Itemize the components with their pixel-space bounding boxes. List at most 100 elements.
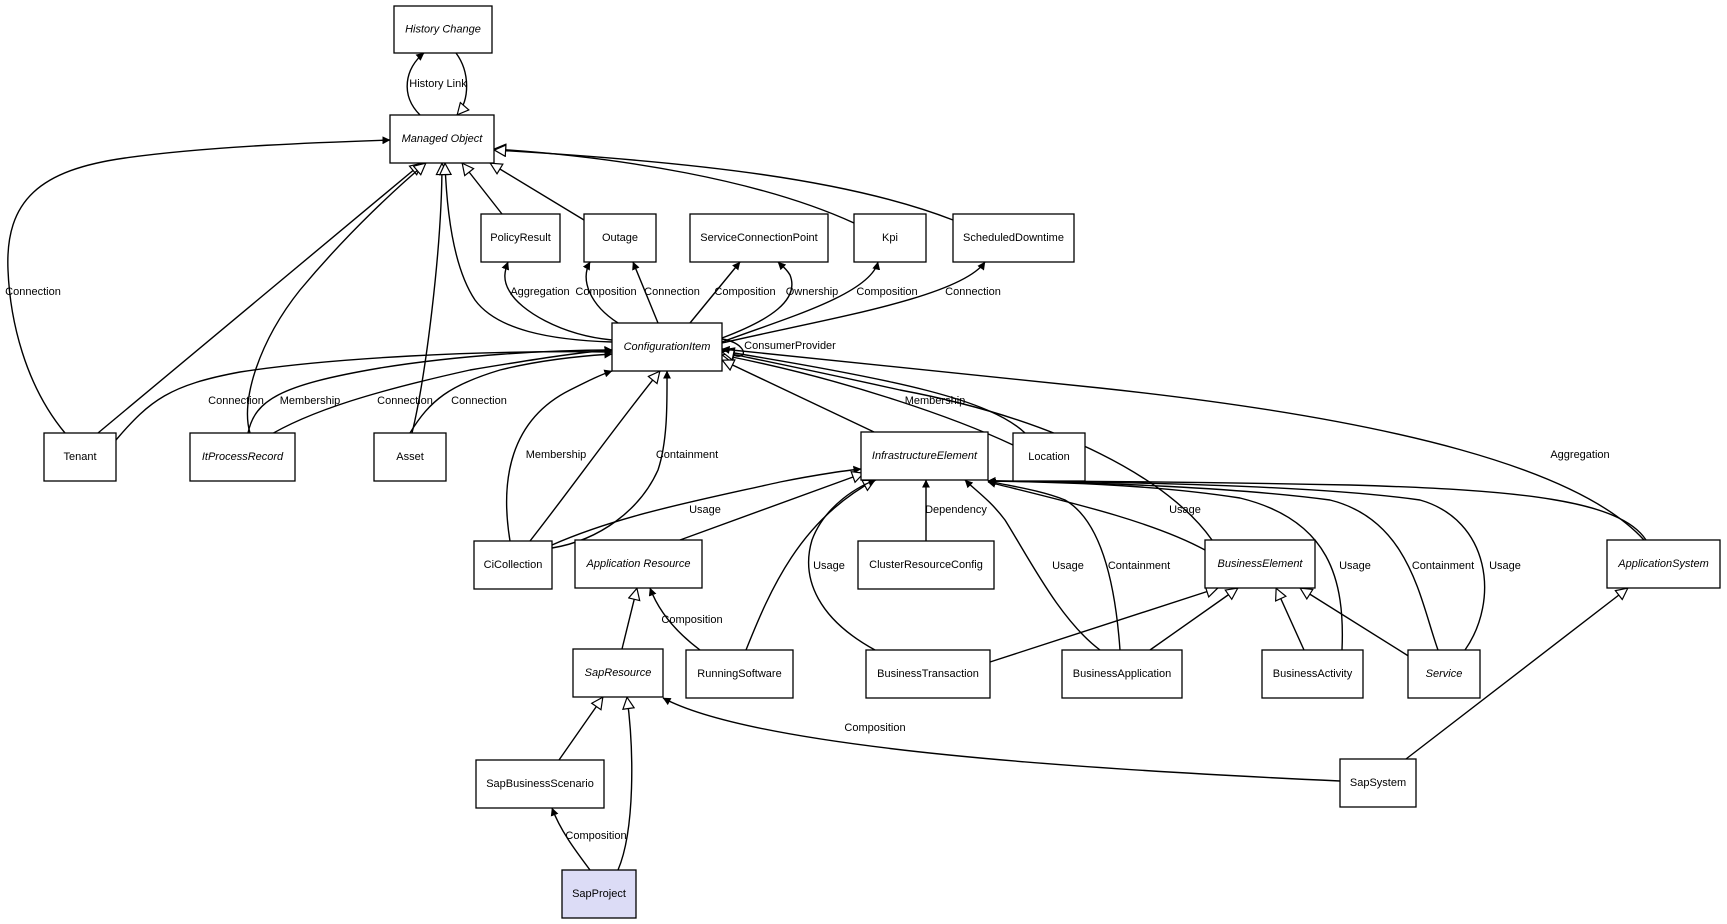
edge-line-sapscenario-inherits-sapres [558, 697, 603, 761]
node-box-ci-collection[interactable] [473, 540, 553, 590]
node-box-cluster-resource-config[interactable] [857, 540, 995, 590]
node-box-history-change[interactable] [393, 5, 493, 54]
node-business-element[interactable]: BusinessElement [1204, 539, 1316, 589]
edge-label-ci-ownership-scp: Ownership [786, 286, 839, 298]
edge-line-cicollection-membership-ci [505, 369, 613, 542]
edge-line-sapproject-composition-scenario [550, 807, 591, 871]
edge-label-location-membership-ci: Membership [905, 395, 966, 407]
node-box-tenant[interactable] [43, 432, 117, 482]
edge-itprocess-connection-ci [264, 346, 613, 439]
node-box-it-process-record[interactable] [189, 432, 296, 482]
node-label-history-change: History Change [405, 23, 481, 35]
node-box-sap-system[interactable] [1339, 758, 1417, 808]
node-ci-collection[interactable]: CiCollection [473, 540, 553, 590]
edge-busapp-containment-infra [987, 478, 1121, 651]
node-label-location: Location [1028, 451, 1070, 463]
node-box-running-software[interactable] [685, 649, 794, 699]
node-box-business-activity[interactable] [1261, 649, 1364, 699]
node-business-application[interactable]: BusinessApplication [1061, 649, 1183, 699]
node-sap-business-scenario[interactable]: SapBusinessScenario [475, 759, 605, 809]
edge-label-asset-connection-ci: Connection [451, 395, 507, 407]
edge-line-appsystem-aggregation-ci [721, 345, 1645, 541]
node-managed-object[interactable]: Managed Object [389, 114, 495, 164]
node-cluster-resource-config[interactable]: ClusterResourceConfig [857, 540, 995, 590]
edge-label-ci-aggregation-policy: Aggregation [510, 286, 569, 298]
node-asset[interactable]: Asset [373, 432, 447, 482]
node-label-application-system: ApplicationSystem [1617, 558, 1709, 570]
node-sap-project[interactable]: SapProject [561, 869, 637, 919]
edge-line-cicollection-inherits-ci [529, 371, 660, 542]
node-running-software[interactable]: RunningSoftware [685, 649, 794, 699]
node-service[interactable]: Service [1407, 649, 1481, 699]
edge-line-asset-inherits [411, 163, 442, 434]
node-tenant[interactable]: Tenant [43, 432, 117, 482]
node-box-outage[interactable] [583, 213, 657, 263]
node-service-connection-point[interactable]: ServiceConnectionPoint [689, 213, 829, 263]
edge-policy-inherits [462, 163, 503, 215]
node-business-transaction[interactable]: BusinessTransaction [865, 649, 991, 699]
node-it-process-record[interactable]: ItProcessRecord [189, 432, 296, 482]
node-box-service[interactable] [1407, 649, 1481, 699]
node-configuration-item[interactable]: ConfigurationItem [611, 322, 723, 372]
node-sap-system[interactable]: SapSystem [1339, 758, 1417, 808]
node-box-location[interactable] [1012, 432, 1086, 482]
node-application-resource[interactable]: Application Resource [574, 539, 703, 589]
node-policy-result[interactable]: PolicyResult [480, 213, 561, 263]
edge-label-business-element-usage-infra: Usage [1169, 504, 1201, 516]
node-label-asset: Asset [396, 451, 424, 463]
edge-label-busapp-containment-infra: Containment [1108, 560, 1170, 572]
edge-line-ci-inherits-managed [445, 163, 613, 343]
node-box-service-connection-point[interactable] [689, 213, 829, 263]
edge-label-ci-consumer-provider: ConsumerProvider [744, 340, 836, 352]
node-box-sap-project[interactable] [561, 869, 637, 919]
edge-line-tenant-inherits [97, 163, 422, 434]
edge-line-business-element-inherits-ci [722, 352, 1213, 541]
node-outage[interactable]: Outage [583, 213, 657, 263]
node-business-activity[interactable]: BusinessActivity [1261, 649, 1364, 699]
node-label-sap-system: SapSystem [1350, 777, 1406, 789]
edges-layer [7, 52, 1647, 871]
edge-line-location-membership-ci [721, 348, 1026, 434]
edge-line-busapp-usage-infra [964, 479, 1101, 651]
edge-label-cicollection-containment-ci: Containment [656, 449, 718, 461]
node-box-sap-resource[interactable] [572, 648, 664, 698]
node-sap-resource[interactable]: SapResource [572, 648, 664, 698]
node-box-business-element[interactable] [1204, 539, 1316, 589]
edge-infra-inherits-ci [722, 360, 875, 433]
node-box-managed-object[interactable] [389, 114, 495, 164]
edge-label-tenant-connection-ci: Connection [208, 395, 264, 407]
node-box-application-resource[interactable] [574, 539, 703, 589]
node-label-business-transaction: BusinessTransaction [877, 668, 979, 680]
node-history-change[interactable]: History Change [393, 5, 493, 54]
edge-label-appsystem-aggregation-ci: Aggregation [1550, 449, 1609, 461]
node-scheduled-downtime[interactable]: ScheduledDowntime [952, 213, 1075, 263]
node-box-scheduled-downtime[interactable] [952, 213, 1075, 263]
node-box-business-transaction[interactable] [865, 649, 991, 699]
node-label-kpi: Kpi [882, 232, 898, 244]
edge-business-element-inherits-ci [722, 352, 1213, 541]
node-box-configuration-item[interactable] [611, 322, 723, 372]
edge-busactivity-inherits-busel [1276, 588, 1305, 651]
node-box-policy-result[interactable] [480, 213, 561, 263]
edge-ci-composition-scp [689, 261, 741, 324]
node-box-sap-business-scenario[interactable] [475, 759, 605, 809]
node-box-kpi[interactable] [853, 213, 927, 263]
edge-asset-connection-ci [409, 350, 613, 434]
node-label-business-element: BusinessElement [1218, 558, 1304, 570]
node-box-infrastructure-element[interactable] [860, 431, 989, 481]
edge-line-ci-composition-outage [582, 261, 619, 324]
node-application-system[interactable]: ApplicationSystem [1606, 539, 1721, 589]
node-kpi[interactable]: Kpi [853, 213, 927, 263]
edge-history-link [406, 52, 425, 116]
edge-label-cicollection-membership-ci: Membership [526, 449, 587, 461]
edge-label-ci-composition-outage: Composition [575, 286, 636, 298]
node-label-infrastructure-element: InfrastructureElement [872, 450, 978, 462]
node-location[interactable]: Location [1012, 432, 1086, 482]
node-box-asset[interactable] [373, 432, 447, 482]
node-box-business-application[interactable] [1061, 649, 1183, 699]
edge-line-runsw-composition-appres [648, 587, 701, 651]
node-box-application-system[interactable] [1606, 539, 1721, 589]
node-infrastructure-element[interactable]: InfrastructureElement [860, 431, 989, 481]
edge-label-ci-connection-downtime: Connection [945, 286, 1001, 298]
